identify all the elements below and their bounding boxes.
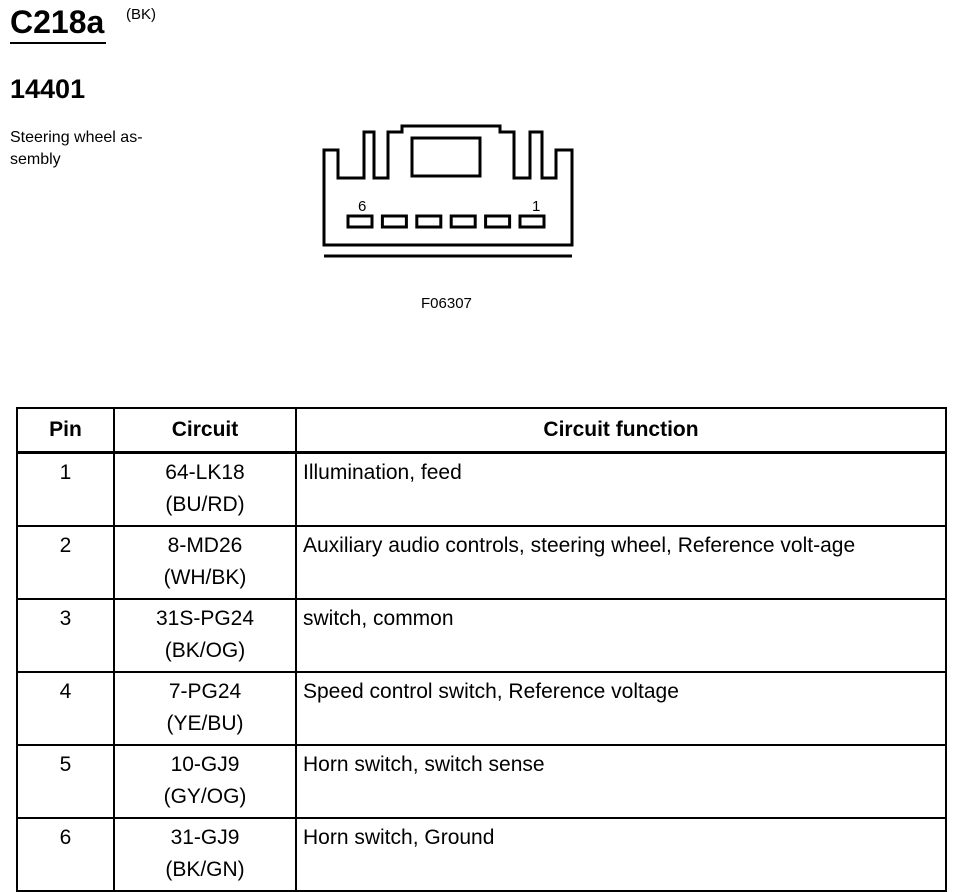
- pin-label-left: 6: [358, 198, 366, 215]
- pin-slot: [484, 214, 512, 229]
- connector-id: C218a: [10, 2, 107, 44]
- pin-table: Pin Circuit Circuit function 1 64-LK18 (BU…: [16, 407, 947, 892]
- wire-color: (BU/RD): [165, 493, 245, 516]
- pin-slot: [380, 214, 408, 229]
- table-row: 2 8-MD26 (WH/BK) Auxiliary audio controls, …: [16, 525, 947, 600]
- table-row: 4 7-PG24 (YE/BU) Speed control switch, Refe…: [16, 671, 947, 746]
- circuit-function: Horn switch, Ground: [295, 817, 947, 892]
- circuit-function: Illumination, feed: [295, 451, 947, 527]
- circuit-cell: 7-PG24 (YE/BU): [113, 671, 297, 746]
- circuit-code: 10-GJ9: [170, 753, 240, 776]
- component-description: Steering wheel as-sembly: [10, 129, 143, 168]
- circuit-code: 7-PG24: [168, 680, 242, 703]
- wire-color: (GY/OG): [163, 785, 247, 808]
- connector-outline: [322, 124, 574, 247]
- table-row: 1 64-LK18 (BU/RD) Illumination, feed: [16, 451, 947, 527]
- pin-number: 5: [16, 744, 115, 819]
- wire-color: (BK/OG): [164, 639, 246, 662]
- pin-number: 2: [16, 525, 115, 600]
- table-row: 3 31S-PG24 (BK/OG) switch, common: [16, 598, 947, 673]
- circuit-function: Auxiliary audio controls, steering wheel…: [295, 525, 947, 600]
- pin-slot: [346, 214, 374, 229]
- pin-slot: [518, 214, 546, 229]
- circuit-code: 64-LK18: [165, 461, 245, 484]
- circuit-cell: 31-GJ9 (BK/GN): [113, 817, 297, 892]
- pin-number: 1: [16, 451, 115, 527]
- circuit-code: 31S-PG24: [155, 607, 255, 630]
- header-pin: Pin: [16, 407, 115, 454]
- connector-color: (BK): [126, 6, 156, 23]
- circuit-function: Speed control switch, Reference voltage: [295, 671, 947, 746]
- circuit-code: 8-MD26: [167, 534, 243, 557]
- circuit-cell: 10-GJ9 (GY/OG): [113, 744, 297, 819]
- table-row: 5 10-GJ9 (GY/OG) Horn switch, switch sense: [16, 744, 947, 819]
- pin-table-header: Pin Circuit Circuit function: [16, 407, 947, 454]
- pin-slot: [449, 214, 477, 229]
- pin-number: 6: [16, 817, 115, 892]
- pin-slot: [415, 214, 443, 229]
- connector-face-diagram: 6 1: [322, 124, 574, 258]
- circuit-code: 31-GJ9: [170, 826, 240, 849]
- figure-code: F06307: [421, 295, 472, 312]
- header-circuit: Circuit: [113, 407, 297, 454]
- wire-color: (WH/BK): [163, 566, 247, 589]
- table-row: 6 31-GJ9 (BK/GN) Horn switch, Ground: [16, 817, 947, 892]
- part-number: 14401: [10, 74, 86, 104]
- pin-number: 3: [16, 598, 115, 673]
- circuit-function: switch, common: [295, 598, 947, 673]
- pin-number: 4: [16, 671, 115, 746]
- header-circuit-function: Circuit function: [295, 407, 947, 454]
- wire-color: (BK/GN): [165, 858, 245, 881]
- circuit-function: Horn switch, switch sense: [295, 744, 947, 819]
- circuit-cell: 64-LK18 (BU/RD): [113, 451, 297, 527]
- circuit-cell: 8-MD26 (WH/BK): [113, 525, 297, 600]
- pin-label-right: 1: [532, 198, 540, 215]
- wire-color: (YE/BU): [166, 712, 244, 735]
- circuit-cell: 31S-PG24 (BK/OG): [113, 598, 297, 673]
